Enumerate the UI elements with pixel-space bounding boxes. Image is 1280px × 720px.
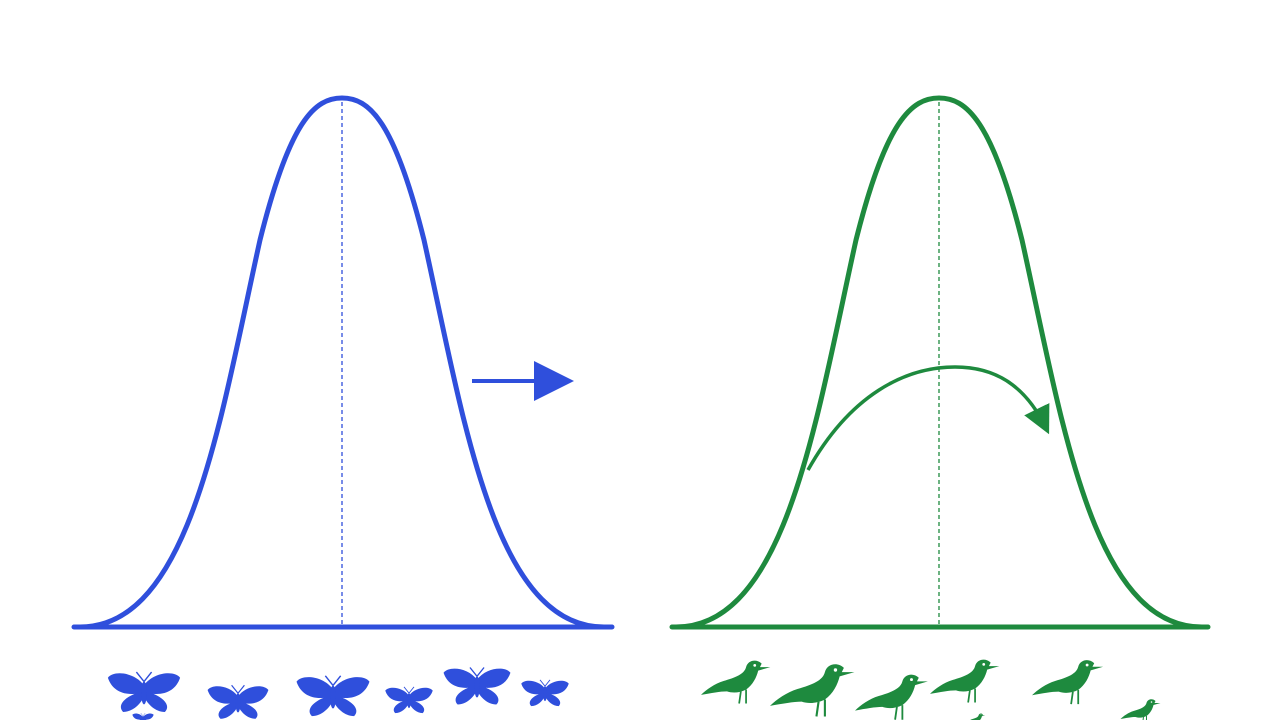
- moth-icon: [206, 684, 270, 720]
- moth-icon: [295, 675, 371, 717]
- curved-arrow-icon: [806, 365, 1050, 471]
- bird-icon: [966, 713, 986, 720]
- moth-icon: [132, 712, 154, 720]
- left-panel: [71, 95, 615, 720]
- bird-icon: [700, 659, 772, 705]
- moth-row: [107, 666, 570, 720]
- moth-icon: [384, 686, 434, 714]
- bird-icon: [1119, 698, 1162, 720]
- bird-icon: [770, 663, 856, 718]
- bird-icon: [855, 673, 929, 720]
- moth-icon: [520, 679, 570, 707]
- moth-icon: [107, 671, 181, 713]
- bird-icon: [1032, 659, 1105, 706]
- bird-row: [700, 658, 1162, 720]
- bird-icon: [930, 658, 1001, 704]
- right-panel: [669, 95, 1211, 720]
- moth-icon: [442, 666, 512, 706]
- left-bell-curve: [79, 95, 605, 630]
- right-bell-curve: [675, 95, 1203, 630]
